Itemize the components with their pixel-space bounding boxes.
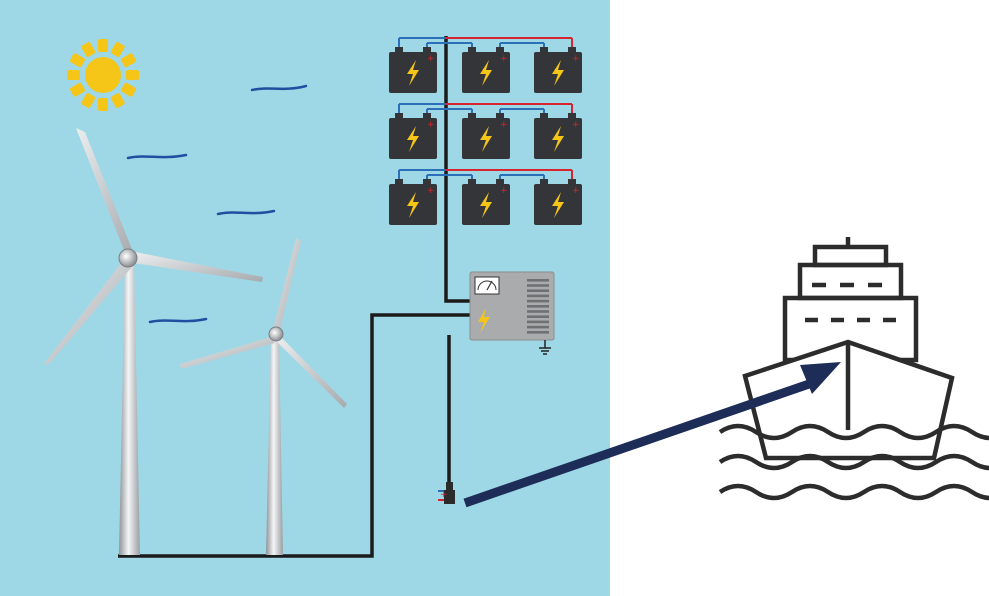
bolt-icon [480,60,492,86]
positive-terminal-label: + [427,186,435,196]
positive-label: + [440,490,448,500]
bolt-icon [407,192,419,218]
bolt-icon [552,126,564,152]
positive-terminal-label: + [572,186,580,196]
positive-terminal-label: + [427,54,435,64]
wind-gust-icon [216,209,276,216]
arrow-icon [463,362,841,508]
charging-connector-icon: + [438,482,455,504]
vent-grille [527,279,549,334]
wind-gust-icon [250,84,308,92]
positive-terminal-label: + [500,54,508,64]
battery-icon: + [534,113,582,159]
gauge-icon [474,276,500,295]
battery-icon: + [462,113,510,159]
bolt-icon [407,60,419,86]
sun-icon [67,39,139,111]
ground-symbol-icon [539,340,551,355]
battery-icon: + [389,113,437,159]
bolt-icon [478,308,490,333]
positive-terminal-label: + [427,120,435,130]
bolt-icon [480,126,492,152]
turbine-cable [118,313,470,558]
battery-icon: + [389,179,437,225]
battery-icon: + [534,47,582,93]
wind-gust-icon [126,153,188,160]
positive-terminal-label: + [572,120,580,130]
positive-terminal-label: + [500,186,508,196]
bolt-icon [407,126,419,152]
battery-icon: + [534,179,582,225]
wind-gust-icon [148,317,208,324]
bolt-icon [480,192,492,218]
bolt-icon [552,192,564,218]
battery-icon: + [389,47,437,93]
inverter-icon [469,271,555,355]
wind-gusts [126,84,308,324]
ship-icon [718,237,989,501]
battery-trunk-cable [444,36,470,303]
bolt-icon [552,60,564,86]
battery-bank: + + + + + + + + + [389,37,582,225]
power-cables [118,36,470,558]
battery-icon: + [462,47,510,93]
wind-turbine-icon [43,128,263,555]
positive-terminal-label: + [500,120,508,130]
battery-icon: + [462,179,510,225]
wind-turbine-icon [180,238,347,555]
positive-terminal-label: + [572,54,580,64]
